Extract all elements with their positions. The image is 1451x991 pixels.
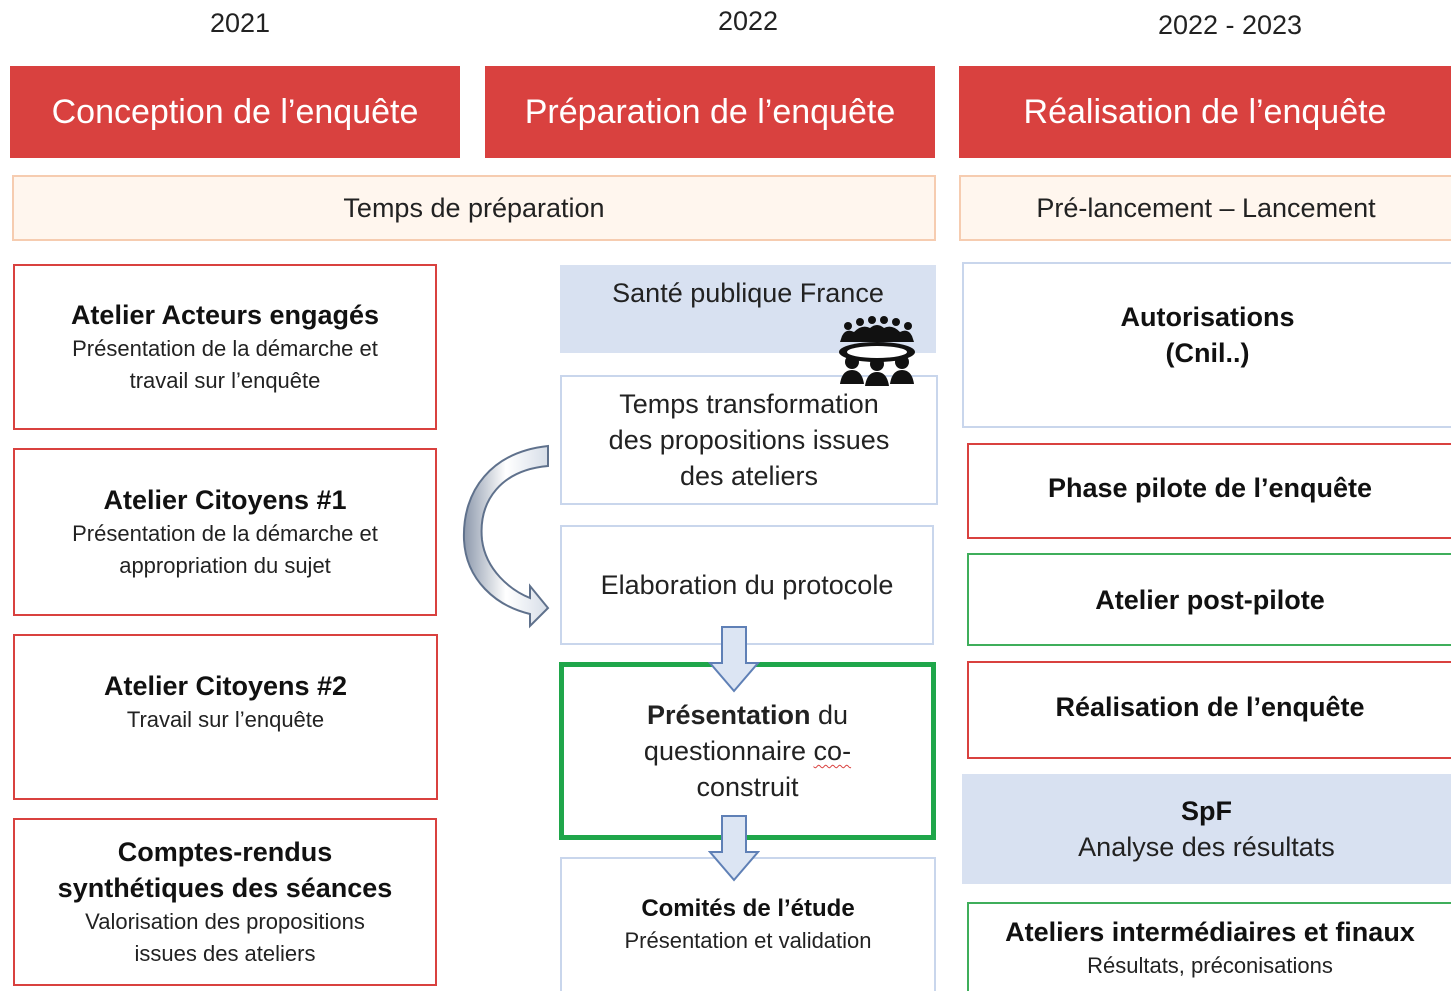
box-title: Santé publique France [612,278,884,308]
text-span: du [810,700,849,730]
box-title: SpF [1181,796,1232,826]
year-2022: 2022 [717,6,779,36]
box-atelier-post-pilote: Atelier post-pilote [967,553,1451,646]
phase-conception: Conception de l’enquête [10,66,460,158]
box-line: Temps transformation [619,389,879,419]
box-phase-pilote: Phase pilote de l’enquête [967,443,1451,539]
box-temps-transformation: Temps transformation des propositions is… [560,375,938,505]
box-title: Réalisation de l’enquête [1055,692,1365,722]
box-subtitle: Valorisation des propositions [85,909,365,934]
phase-preparation: Préparation de l’enquête [485,66,935,158]
box-comptes-rendus: Comptes-rendus synthétiques des séances … [13,818,437,986]
box-title: Atelier post-pilote [1095,584,1325,615]
box-line: des ateliers [679,461,819,491]
box-autorisations: Autorisations (Cnil..) [962,262,1451,428]
spellcheck-text: co- [813,736,852,766]
box-comites-etude: Comités de l’étude Présentation et valid… [560,857,936,991]
year-2021: 2021 [209,8,271,38]
box-title: Comités de l’étude [641,895,855,922]
box-title: Atelier Citoyens #1 [103,485,347,515]
box-realisation-enquete: Réalisation de l’enquête [967,661,1451,759]
box-line: Présentation du [647,697,848,733]
down-arrow-icon [708,815,760,882]
box-subtitle: Présentation de la démarche et [72,336,378,361]
box-title: (Cnil..) [1165,338,1250,368]
down-arrow-icon [708,626,760,693]
box-subtitle: Analyse des résultats [1078,832,1335,862]
box-subtitle: Présentation et validation [624,928,872,953]
box-title: Atelier Acteurs engagés [70,300,380,330]
box-subtitle: Présentation de la démarche et [72,521,378,546]
box-title: Phase pilote de l’enquête [1047,473,1373,503]
box-atelier-citoyens-1: Atelier Citoyens #1 Présentation de la d… [13,448,437,616]
box-title: Comptes-rendus [117,837,333,867]
box-atelier-acteurs: Atelier Acteurs engagés Présentation de … [13,264,437,430]
curved-arrow-icon [462,444,550,629]
box-subtitle: appropriation du sujet [119,553,331,578]
phase-realisation: Réalisation de l’enquête [959,66,1451,158]
box-title: Ateliers intermédiaires et finaux [1005,916,1415,947]
band-pre-lancement: Pré-lancement – Lancement [959,175,1451,241]
box-title: Elaboration du protocole [600,570,894,600]
box-atelier-citoyens-2: Atelier Citoyens #2 Travail sur l’enquêt… [13,634,438,800]
people-meeting-icon [839,316,915,386]
box-line: questionnaire co- [644,733,851,769]
box-title: Atelier Citoyens #2 [103,671,348,701]
bold-text: Présentation [646,700,811,730]
box-subtitle: Travail sur l’enquête [126,707,325,732]
box-subtitle: issues des ateliers [134,941,316,966]
box-subtitle: Résultats, préconisations [1087,952,1333,978]
box-subtitle: travail sur l’enquête [129,368,321,393]
box-spf-analyse: SpF Analyse des résultats [962,774,1451,884]
box-title: Autorisations [1120,302,1295,332]
band-temps-preparation: Temps de préparation [12,175,936,241]
box-line: construit [696,772,799,802]
box-ateliers-finaux: Ateliers intermédiaires et finaux Résult… [967,902,1451,991]
box-elaboration-protocole: Elaboration du protocole [560,525,934,645]
box-title: synthétiques des séances [57,873,393,903]
box-spf-middle: Santé publique France [560,265,936,353]
year-2022-2023: 2022 - 2023 [1157,10,1303,40]
text-span: questionnaire [643,736,814,766]
box-line: des propositions issues [608,425,890,455]
